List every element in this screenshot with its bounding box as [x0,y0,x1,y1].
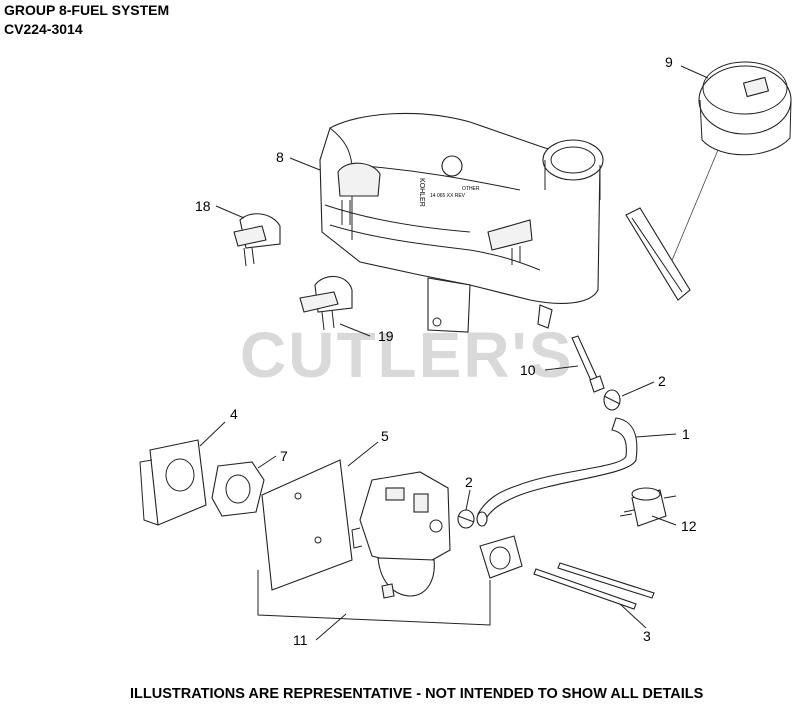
model-number: CV224-3014 [4,21,83,37]
tank-brand-text: KOHLER [418,178,425,207]
screw-part-10 [571,335,605,393]
studs-part-3 [533,562,655,610]
kit-bracket-line [257,570,491,626]
callout-18: 18 [195,198,211,214]
callout-7: 7 [280,448,288,464]
callout-2-lower: 2 [465,474,473,490]
callout-8: 8 [276,149,284,165]
disclaimer-text: ILLUSTRATIONS ARE REPRESENTATIVE - NOT I… [130,686,704,702]
callout-5: 5 [381,428,389,444]
mount-bracket-part-19 [299,276,353,331]
callout-10: 10 [520,362,536,378]
mount-bracket-part-18 [233,213,281,267]
carb-gasket [479,535,523,579]
fuel-line-part-1 [476,417,638,527]
watermark: CUTLER'S [240,319,574,391]
fuel-cap-part-9 [625,61,792,301]
tank-code-text: 14 065 XX REV [430,193,466,199]
callout-2-upper: 2 [658,373,666,389]
clamp-part-2-lower [457,509,475,529]
fuel-tank-part-8: KOHLER 14 065 XX REV OTHER [319,112,604,333]
callout-9: 9 [665,54,673,70]
clamp-part-2-upper [603,389,621,411]
tank-other-text: OTHER [462,186,480,192]
callout-1: 1 [682,426,690,442]
callout-11: 11 [293,632,308,648]
callout-19: 19 [378,328,394,344]
diagram-title: GROUP 8-FUEL SYSTEM [4,2,170,18]
callout-3: 3 [643,628,651,644]
spacer-part-4 [139,439,207,526]
carburetor-part-11 [351,471,451,599]
callout-4: 4 [230,406,238,422]
gasket-part-7 [211,461,265,517]
plate-part-5 [261,459,353,591]
callout-12: 12 [681,518,697,534]
fuel-valve-part-12 [619,487,677,527]
leader-lines [199,65,709,641]
